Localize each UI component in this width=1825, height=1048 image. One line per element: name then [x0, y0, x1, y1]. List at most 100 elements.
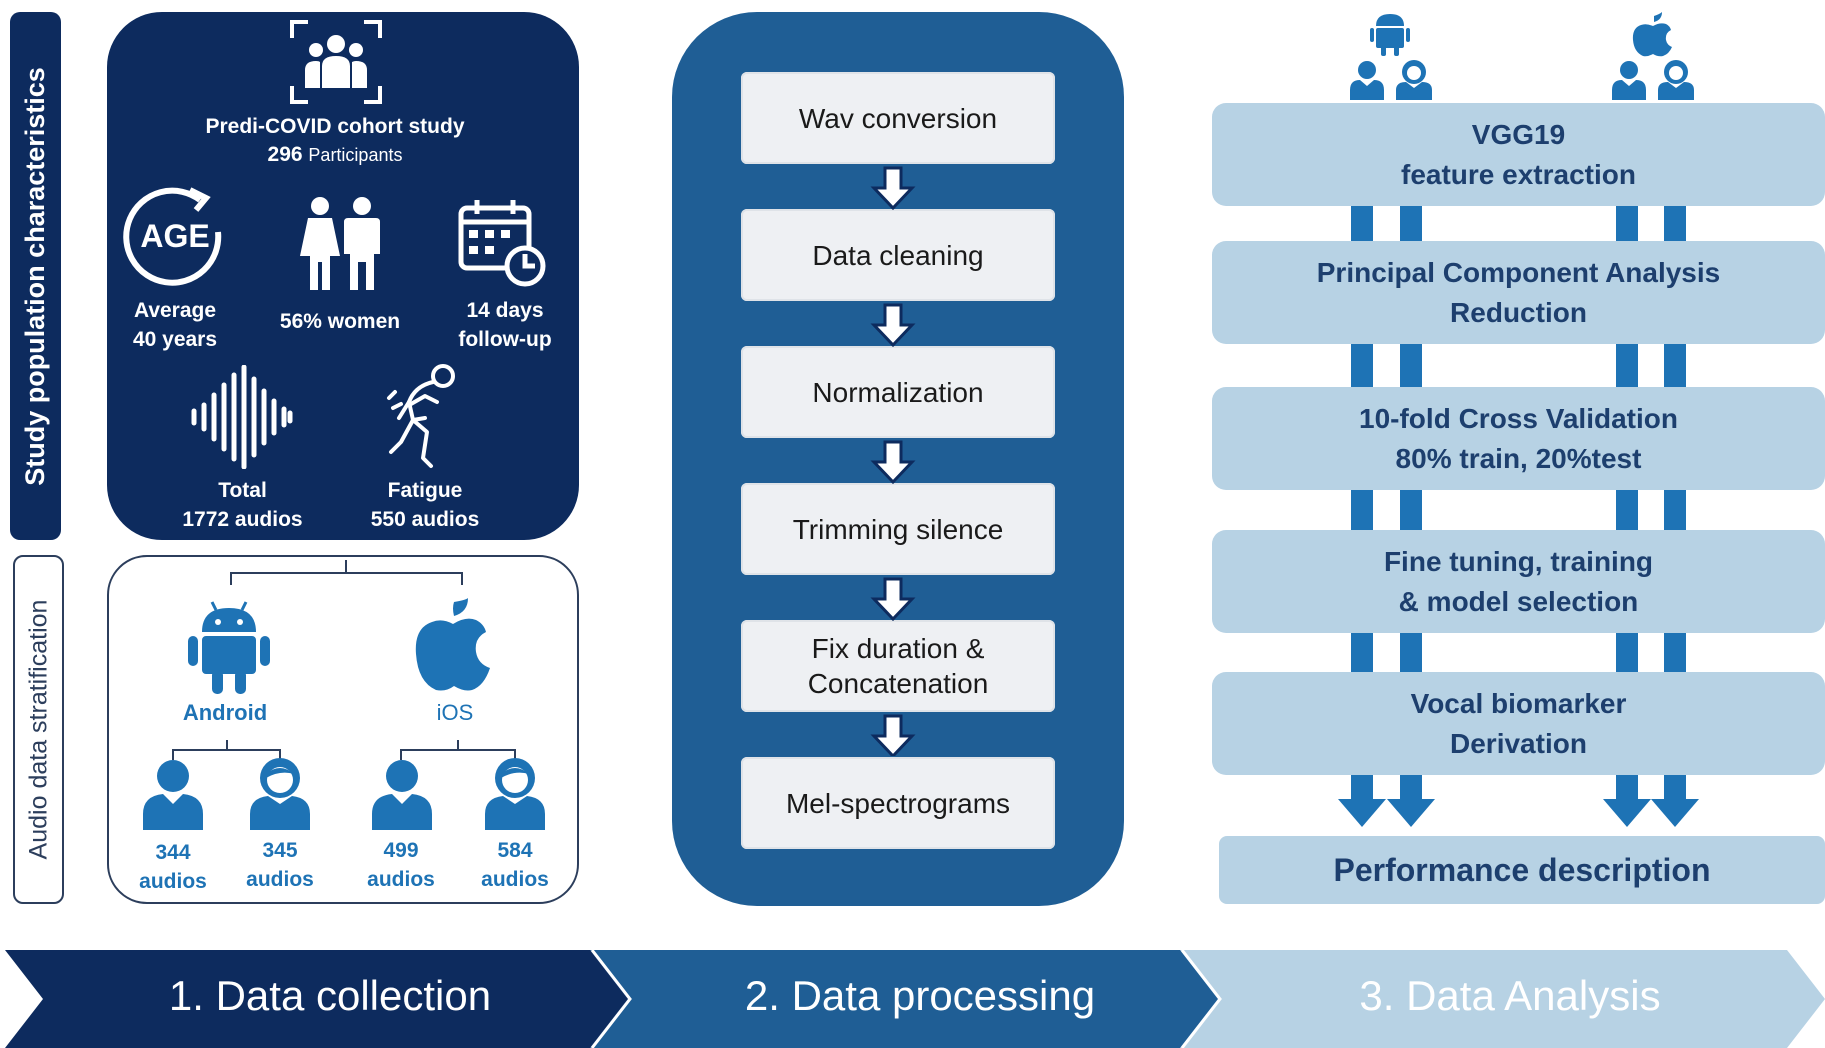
step-label: Fix duration & [811, 633, 985, 664]
flow-bar [1616, 631, 1638, 673]
group-unit: audios [139, 870, 207, 893]
group-block: 344 audios [123, 838, 223, 896]
phase-chevron-analysis [1180, 950, 1825, 1048]
phase-label-processing: 2. Data processing [744, 972, 1096, 1019]
man-woman-icon [300, 197, 380, 290]
down-arrow-icon [870, 166, 916, 211]
cohort-title: Predi-COVID cohort study [205, 115, 465, 138]
analysis-line1: Principal Component Analysis [1316, 257, 1721, 289]
followup-label: 14 days [466, 299, 544, 322]
step-label: Wav conversion [798, 102, 998, 134]
step-data-cleaning: Data cleaning [741, 209, 1055, 301]
down-arrow-icon [1603, 775, 1651, 827]
total-label: Total [218, 479, 267, 502]
participants-label: Participants [308, 145, 403, 165]
woman-icon [250, 758, 310, 830]
apple-icon [415, 598, 490, 691]
woman-icon [485, 758, 545, 830]
process-arrows [870, 166, 916, 756]
flow-bar [1664, 205, 1686, 245]
age-icon: AGE [123, 187, 222, 286]
flow-bar [1351, 489, 1373, 531]
followup-value: follow-up [458, 328, 552, 351]
women-label: 56% women [279, 310, 401, 333]
fatigue-block: Fatigue 550 audios [355, 476, 495, 534]
stratification-panel [107, 555, 579, 904]
group-unit: audios [481, 868, 549, 891]
down-arrow-icon [870, 440, 916, 485]
phase-banner [5, 950, 1825, 1048]
group-count: 499 [383, 839, 419, 862]
group-block: 499 audios [351, 836, 451, 894]
man-icon [372, 760, 432, 830]
down-arrow-icon [1338, 775, 1386, 827]
performance-label: Performance description [1333, 851, 1711, 888]
analysis-line1: Fine tuning, training [1383, 546, 1654, 578]
step-label: Trimming silence [792, 513, 1004, 545]
phase-chevron-processing [590, 950, 1218, 1048]
stratification-connectors [172, 560, 516, 760]
flow-bar [1616, 489, 1638, 531]
flow-bar [1351, 631, 1373, 673]
flow-bar [1400, 489, 1422, 531]
participants-line: 296 Participants [180, 143, 490, 167]
group-icon [290, 20, 382, 104]
flow-bar [1400, 631, 1422, 673]
analysis-line2: & model selection [1398, 585, 1639, 617]
performance-box: Performance description [1219, 836, 1825, 904]
group-count: 345 [262, 839, 298, 862]
analysis-step-fine-tuning: Fine tuning, training & model selection [1212, 530, 1825, 633]
down-arrow-icon [870, 303, 916, 348]
step-label: Concatenation [807, 668, 989, 699]
down-arrow-icon [1651, 775, 1699, 827]
group-count: 344 [155, 841, 191, 864]
flow-bar [1664, 631, 1686, 673]
flow-bar [1351, 343, 1373, 387]
cohort-panel [107, 12, 579, 540]
analysis-line2: Derivation [1450, 727, 1587, 759]
followup-block: 14 days follow-up [440, 296, 570, 354]
flow-bar [1664, 489, 1686, 531]
participants-count: 296 [267, 143, 303, 166]
android-icon [188, 601, 270, 694]
analysis-arrows [1338, 775, 1699, 827]
ios-label: iOS [436, 700, 474, 725]
man-icon [143, 760, 203, 830]
age-icon-text: AGE [140, 218, 209, 254]
phase-chevron-collection [5, 950, 628, 1048]
fatigue-icon [387, 364, 455, 468]
flow-bar [1664, 343, 1686, 387]
stratification-tab-label: Audio data stratification [24, 599, 53, 860]
apple-users-icon [1612, 12, 1694, 100]
group-block: 584 audios [465, 836, 565, 894]
analysis-line1: Vocal biomarker [1410, 688, 1627, 720]
age-label: Average [133, 299, 217, 322]
step-normalization: Normalization [741, 346, 1055, 438]
step-mel-spectrograms: Mel-spectrograms [741, 757, 1055, 849]
population-tab: Study population characteristics [10, 12, 61, 540]
analysis-line2: feature extraction [1401, 158, 1636, 190]
group-unit: audios [246, 868, 314, 891]
analysis-step-vgg19: VGG19 feature extraction [1212, 103, 1825, 206]
step-label: Mel-spectrograms [785, 787, 1011, 819]
flow-bar [1616, 205, 1638, 245]
step-label: Data cleaning [812, 239, 984, 271]
age-block: Average 40 years [110, 296, 240, 354]
analysis-line2: 80% train, 20%test [1395, 442, 1642, 474]
flow-bar [1400, 205, 1422, 245]
total-value: 1772 audios [182, 508, 303, 531]
down-arrow-icon [870, 577, 916, 622]
population-tab-label: Study population characteristics [20, 66, 50, 486]
phase-label-analysis: 3. Data Analysis [1359, 972, 1661, 1019]
group-count: 584 [497, 839, 533, 862]
step-fix-duration: Fix duration & Concatenation [741, 620, 1055, 712]
flow-bar [1400, 343, 1422, 387]
analysis-line1: VGG19 [1471, 119, 1566, 151]
sound-wave-icon [191, 365, 293, 469]
fatigue-value: 550 audios [370, 508, 480, 531]
down-arrow-icon [1387, 775, 1435, 827]
down-arrow-icon [870, 714, 916, 756]
